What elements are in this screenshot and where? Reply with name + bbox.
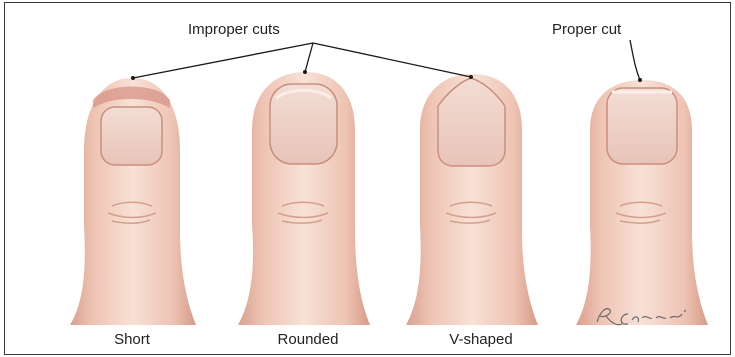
finger-proper-cut — [576, 80, 708, 325]
label-proper-cut: Proper cut — [552, 21, 621, 38]
label-rounded: Rounded — [258, 331, 358, 348]
finger-short — [70, 78, 196, 325]
leader-line-rounded — [305, 43, 313, 72]
finger-rounded — [238, 72, 370, 325]
leader-line-short — [133, 43, 313, 78]
label-short: Short — [92, 331, 172, 348]
leader-line-v-shaped — [313, 43, 471, 77]
label-improper-cuts: Improper cuts — [188, 21, 280, 38]
leader-line-proper — [630, 40, 640, 80]
leader-lines — [131, 40, 642, 82]
label-v-shaped: V-shaped — [426, 331, 536, 348]
finger-v-shaped — [406, 74, 538, 325]
